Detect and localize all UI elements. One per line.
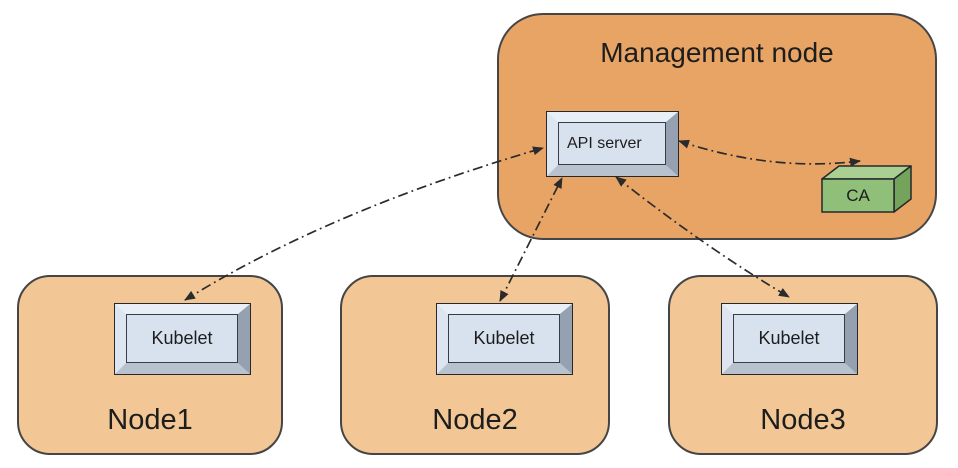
kubelet-box-node3: Kubelet (721, 303, 858, 375)
node1-label: Node1 (107, 404, 193, 436)
kubelet-box-node2: Kubelet (436, 303, 573, 375)
api-server-label: API server (567, 135, 642, 152)
ca-3d-shape (821, 165, 912, 213)
kubelet-label: Kubelet (473, 328, 535, 348)
node3-label: Node3 (760, 404, 846, 436)
kubelet-label: Kubelet (758, 328, 820, 348)
node2-label: Node2 (432, 404, 518, 436)
ca-front-face (821, 178, 895, 213)
kubelet-label: Kubelet (151, 328, 213, 348)
node1-box: Kubelet Node1 (17, 275, 283, 455)
api-server-box: API server (546, 111, 679, 177)
ca-box: CA (812, 152, 917, 217)
management-node-label: Management node (600, 37, 834, 68)
kubelet-box-node1: Kubelet (114, 303, 251, 375)
ca-label: CA (846, 185, 870, 205)
node3-box: Kubelet Node3 (668, 275, 938, 455)
node2-box: Kubelet Node2 (340, 275, 610, 455)
management-node-box: Management node API server CA (497, 13, 937, 240)
